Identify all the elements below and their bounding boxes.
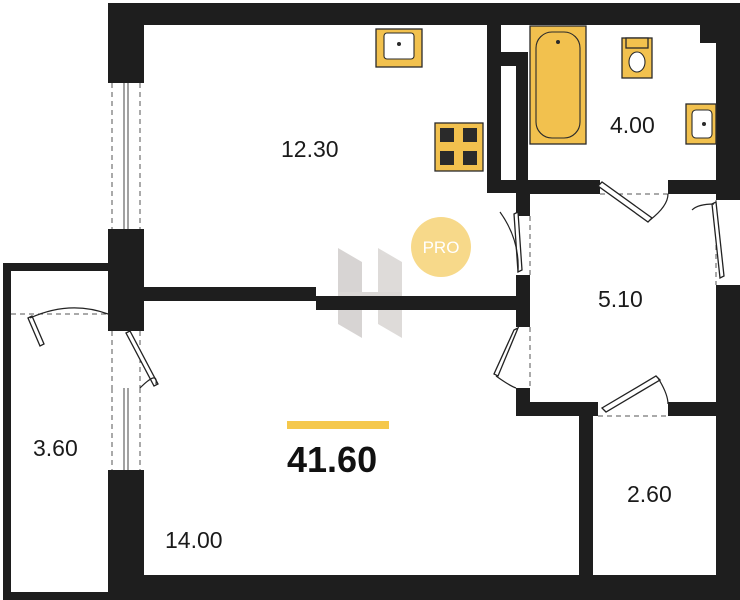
room-area-storage: 2.60 xyxy=(627,481,672,507)
door-storage xyxy=(598,375,669,417)
bathroom-sink xyxy=(685,103,717,145)
watermark-logo xyxy=(338,248,402,338)
room-area-bathroom: 4.00 xyxy=(610,112,655,138)
door-entrance xyxy=(691,200,740,285)
kitchen-stove xyxy=(434,122,484,172)
total-area: 41.60 xyxy=(287,439,377,480)
room-area-hall: 5.10 xyxy=(598,286,643,312)
door-kitchen-hall xyxy=(499,210,531,275)
balcony-door xyxy=(11,307,159,389)
room-area-kitchen: 12.30 xyxy=(281,136,339,162)
window-kitchen xyxy=(111,83,141,229)
room-area-living-room: 14.00 xyxy=(165,527,223,553)
window-living xyxy=(111,388,141,470)
door-living-hall xyxy=(493,326,531,389)
bathtub xyxy=(529,25,587,145)
pro-badge: PRO xyxy=(411,217,471,277)
total-area-accent-bar xyxy=(287,421,389,429)
toilet xyxy=(621,37,653,79)
door-bathroom xyxy=(596,180,669,223)
room-area-balcony: 3.60 xyxy=(33,435,78,461)
kitchen-sink xyxy=(375,28,423,68)
pro-badge-text: PRO xyxy=(423,238,460,257)
walls xyxy=(3,3,740,600)
